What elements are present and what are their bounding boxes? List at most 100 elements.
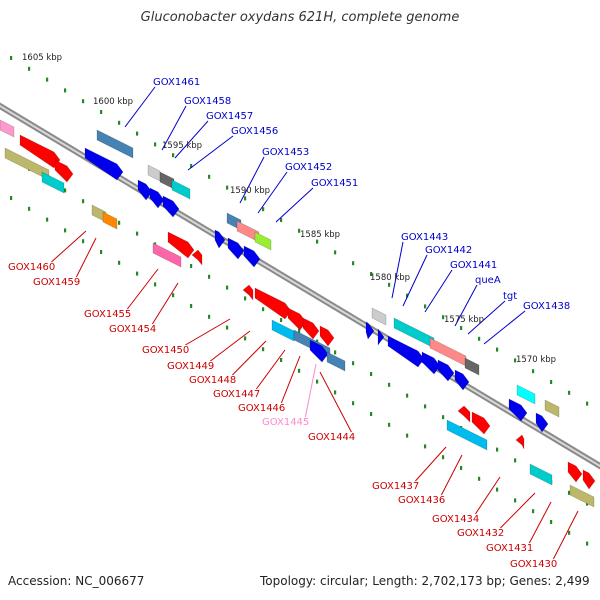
tick-dot — [280, 218, 283, 222]
tick-dot — [496, 347, 499, 352]
label-leader — [161, 105, 187, 151]
gene-label-reverse: GOX1459 — [33, 277, 80, 288]
tick-dot — [280, 318, 283, 322]
tick-dot — [514, 358, 517, 363]
label-leader — [483, 310, 526, 345]
gene-feature — [471, 411, 491, 435]
gene-feature — [242, 284, 254, 301]
tick-dot — [154, 142, 157, 147]
gene-feature — [582, 469, 596, 490]
tick-dot — [406, 293, 409, 298]
tick-dot — [424, 304, 427, 309]
tick-dot — [208, 174, 211, 179]
tick-dot — [370, 272, 373, 276]
gene-feature — [569, 484, 595, 508]
gene-label-forward: tgt — [503, 291, 517, 302]
gene-feature — [302, 317, 320, 340]
gene-feature — [387, 335, 425, 368]
gene-feature — [544, 399, 560, 418]
gene-feature — [371, 307, 387, 326]
kbp-label: 1570 kbp — [516, 355, 556, 365]
kbp-label: 1575 kbp — [444, 315, 484, 325]
tick-dot — [334, 390, 337, 395]
tick-dot — [568, 490, 571, 495]
accession-text: Accession: NC_006677 — [8, 574, 145, 588]
tick-dot — [442, 415, 445, 420]
kbp-label: 1580 kbp — [370, 273, 410, 283]
tick-dot — [352, 361, 355, 366]
tick-dot — [388, 382, 391, 387]
tick-dot — [82, 99, 85, 104]
gene-feature — [162, 195, 180, 218]
label-leader — [255, 349, 286, 390]
tick-dot — [442, 315, 445, 320]
gene-label-reverse: GOX1430 — [510, 559, 557, 570]
gene-feature — [529, 463, 553, 486]
tick-dot — [82, 239, 85, 244]
tick-dot — [64, 88, 67, 93]
label-leader — [210, 330, 251, 362]
label-leader — [319, 371, 352, 433]
label-leader — [500, 492, 536, 529]
gene-feature — [457, 405, 471, 423]
tick-dot — [388, 282, 391, 287]
gene-label-forward: GOX1443 — [401, 232, 448, 243]
gene-feature — [567, 461, 583, 483]
label-leader — [424, 269, 453, 313]
gene-feature — [508, 398, 528, 422]
tick-dot — [136, 231, 139, 236]
gene-label-reverse: GOX1432 — [457, 528, 504, 539]
gene-feature — [149, 187, 165, 209]
tick-dot — [532, 369, 535, 374]
gene-label-forward: GOX1456 — [231, 126, 278, 137]
gene-feature — [377, 328, 385, 346]
tick-dot — [118, 120, 121, 125]
gene-feature — [454, 369, 470, 391]
gene-feature — [0, 119, 15, 138]
gene-labels: GOX1461GOX1458GOX1457GOX1456GOX1453GOX14… — [8, 77, 570, 570]
gene-label-forward: GOX1442 — [425, 245, 472, 256]
label-leader — [75, 237, 97, 278]
gene-label-forward: GOX1458 — [184, 96, 231, 107]
gene-feature — [227, 237, 245, 260]
label-leader — [552, 510, 579, 560]
label-leader — [151, 282, 179, 325]
tick-dots — [10, 56, 589, 546]
label-leader — [275, 187, 314, 223]
gene-feature — [271, 319, 295, 342]
tick-dot — [208, 314, 211, 319]
tick-dot — [586, 541, 589, 546]
gene-feature — [254, 231, 272, 251]
tick-dot — [514, 498, 517, 503]
tick-dot — [10, 196, 13, 200]
label-leader — [304, 363, 317, 418]
gene-label-reverse: GOX1431 — [486, 543, 533, 554]
tick-dot — [352, 401, 355, 406]
label-leader — [257, 171, 288, 214]
label-leader — [187, 135, 234, 171]
tick-dot — [586, 401, 589, 406]
tick-dot — [190, 304, 193, 308]
tick-dot — [532, 509, 535, 514]
gene-label-forward: GOX1457 — [206, 111, 253, 122]
label-leader — [391, 241, 404, 299]
gene-feature — [54, 159, 74, 183]
gene-feature — [137, 179, 153, 201]
gene-label-forward: GOX1452 — [285, 162, 332, 173]
gene-label-reverse: GOX1446 — [238, 403, 285, 414]
tick-dot — [586, 501, 589, 506]
tick-dot — [226, 185, 229, 190]
gene-feature — [516, 384, 536, 405]
gene-feature — [171, 179, 191, 200]
gene-label-forward: GOX1451 — [311, 178, 358, 189]
kbp-label: 1595 kbp — [162, 141, 202, 151]
tick-dot — [28, 66, 31, 71]
tick-dot — [478, 476, 481, 481]
gene-features — [0, 119, 596, 508]
tick-dot — [316, 239, 319, 244]
tick-dot — [190, 264, 193, 268]
gene-feature — [254, 287, 292, 320]
label-leader — [124, 86, 156, 128]
tick-dot — [82, 199, 85, 204]
